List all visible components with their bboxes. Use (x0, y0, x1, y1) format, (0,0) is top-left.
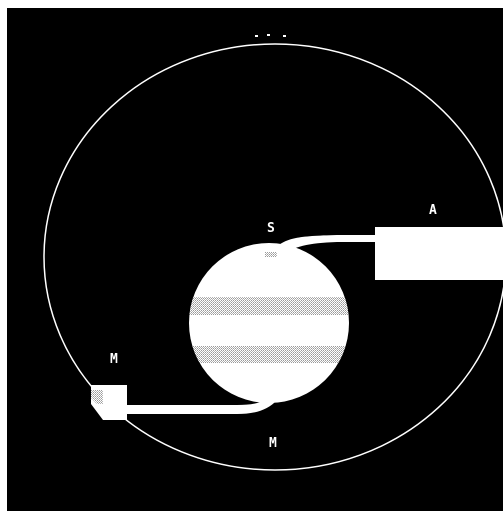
top-marker (255, 34, 286, 37)
label-m-left: M (110, 353, 118, 366)
planet-marker (265, 252, 277, 257)
label-s: S (267, 222, 275, 235)
game-canvas (7, 8, 503, 511)
planet (187, 243, 357, 403)
planet-band-upper (187, 297, 357, 315)
planet-band-lower (187, 346, 357, 363)
game-screen: S A M M (7, 8, 503, 511)
label-m-bottom: M (269, 437, 277, 450)
block-a (375, 227, 503, 280)
label-a: A (429, 204, 437, 217)
